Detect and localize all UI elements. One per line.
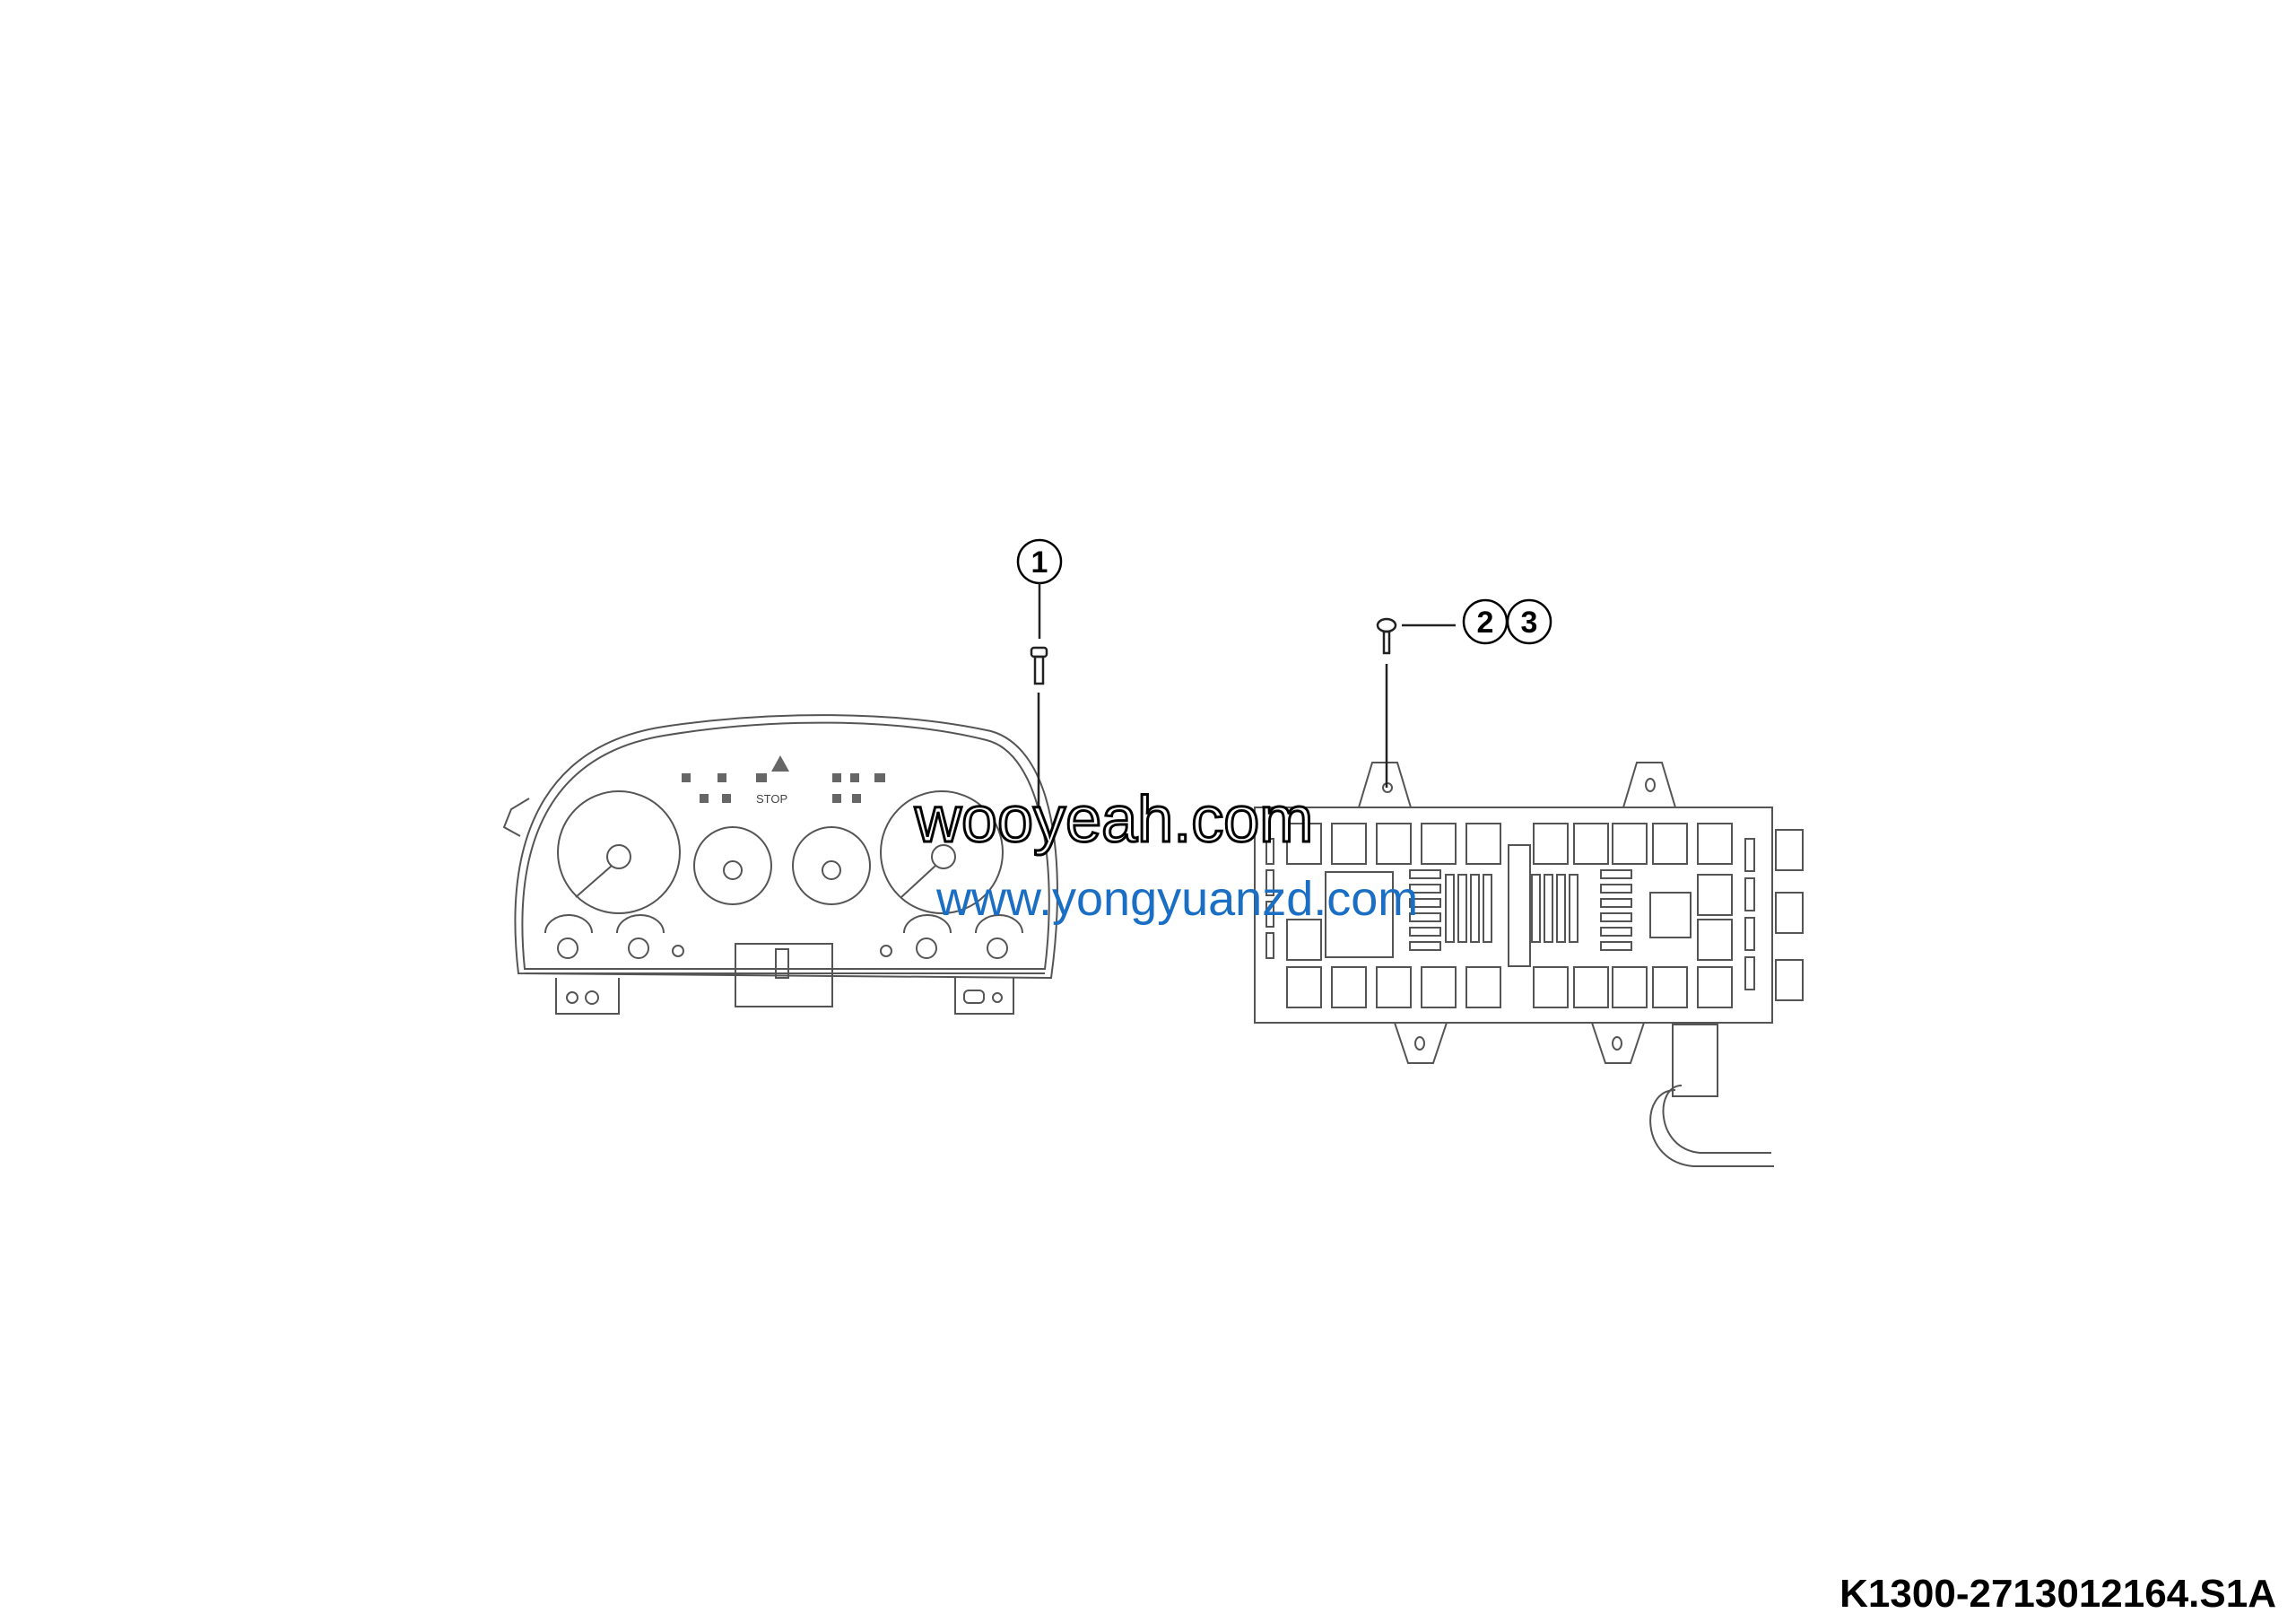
relay-slot xyxy=(1265,869,1274,896)
relay-slot xyxy=(1697,966,1733,1008)
relay-slot xyxy=(1652,966,1688,1008)
relay-slot xyxy=(1457,874,1467,943)
relay-slot xyxy=(1556,874,1566,943)
svg-text:1: 1 xyxy=(1031,545,1048,580)
relay-slot xyxy=(1265,901,1274,928)
relay-slot xyxy=(1409,912,1441,922)
relay-slot xyxy=(1265,932,1274,959)
relay-slot xyxy=(1600,927,1632,937)
relay-slot xyxy=(1533,823,1569,865)
instrument-cluster: STOP xyxy=(502,714,1058,1015)
relay-slot xyxy=(1470,874,1480,943)
relay-slot xyxy=(1409,941,1441,951)
relay-slot xyxy=(1409,884,1441,894)
relay-slot xyxy=(1331,966,1367,1008)
stop-warning-label: STOP xyxy=(756,792,787,806)
relay-slot xyxy=(1744,838,1755,872)
relay-slot xyxy=(1376,823,1412,865)
relay-slot xyxy=(1600,912,1632,922)
relay-slot xyxy=(1697,874,1733,916)
relay-slot xyxy=(1697,919,1733,961)
relay-slot xyxy=(1331,823,1367,865)
relay-slot xyxy=(1569,874,1578,943)
relay-slot xyxy=(1483,874,1492,943)
callout-1: 1 xyxy=(1016,538,1063,639)
relay-slot xyxy=(1533,966,1569,1008)
relay-slot xyxy=(1409,869,1441,879)
relay-slot xyxy=(1600,898,1632,908)
relay-slot xyxy=(1286,919,1322,961)
watermark-outline: wooyeah.com xyxy=(914,784,1313,856)
relay-slot xyxy=(1421,823,1457,865)
drawing-id-label: K1300-2713012164.S1A xyxy=(1839,1572,2276,1616)
relay-slot xyxy=(1573,966,1609,1008)
relay-slot xyxy=(1600,941,1632,951)
relay-slot xyxy=(1409,898,1441,908)
relay-slot xyxy=(1697,823,1733,865)
central-electrical-box xyxy=(1254,762,1804,1167)
relay-slot xyxy=(1744,877,1755,911)
relay-slot xyxy=(1445,874,1455,943)
cluster-lcd-display xyxy=(735,943,833,1007)
relay-slot xyxy=(1612,823,1648,865)
relay-slot xyxy=(1744,917,1755,951)
relay-slot xyxy=(1544,874,1553,943)
relay-slot xyxy=(1531,874,1541,943)
screw-icon xyxy=(1030,646,1048,807)
screw-icon xyxy=(1376,617,1397,788)
relay-slot xyxy=(1600,869,1632,879)
watermark-blue: www.yongyuanzd.com xyxy=(935,872,1418,926)
relay-slot xyxy=(1612,966,1648,1008)
relay-slot xyxy=(1600,884,1632,894)
svg-text:3: 3 xyxy=(1521,606,1538,640)
relay-slot xyxy=(1744,956,1755,990)
svg-text:2: 2 xyxy=(1477,606,1494,640)
relay-slot xyxy=(1286,966,1322,1008)
relay-slot xyxy=(1286,823,1322,865)
relay-slot xyxy=(1652,823,1688,865)
relay-slot xyxy=(1465,966,1501,1008)
relay-slot xyxy=(1421,966,1457,1008)
relay-slot xyxy=(1409,927,1441,937)
relay-slot xyxy=(1573,823,1609,865)
callout-2-3: 2 3 xyxy=(1402,598,1552,645)
relay-slot xyxy=(1465,823,1501,865)
relay-slot xyxy=(1265,838,1274,865)
relay-slot xyxy=(1376,966,1412,1008)
